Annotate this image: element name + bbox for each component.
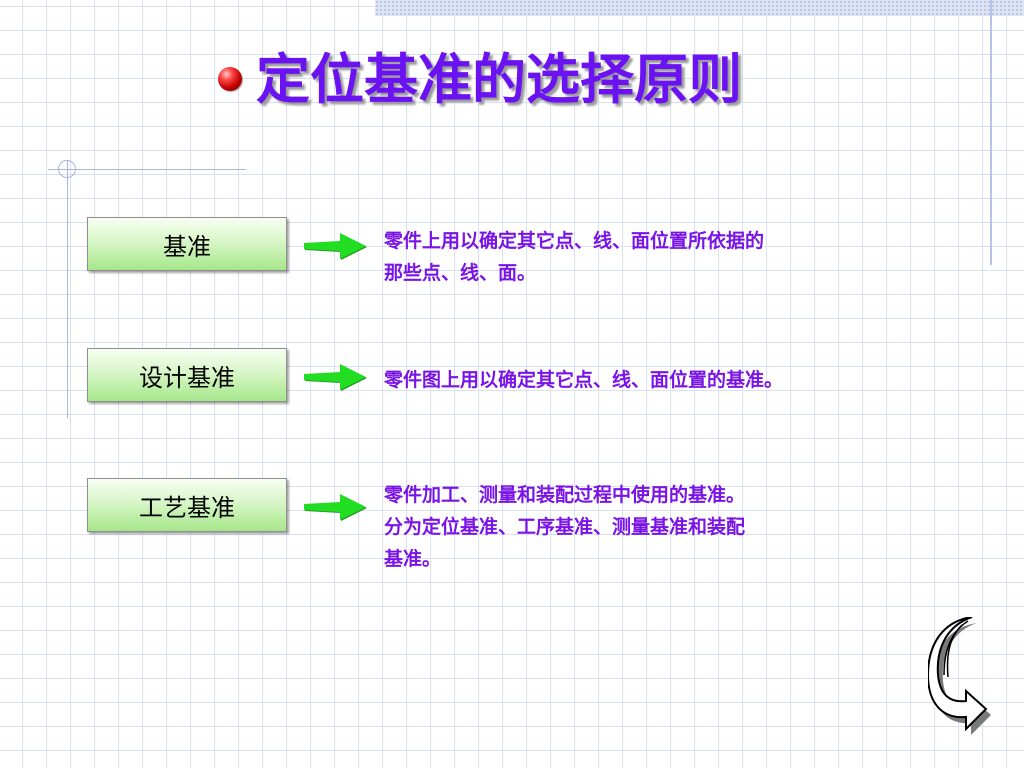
term-box-design-basis: 设计基准 — [87, 348, 287, 402]
desc-basis: 零件上用以确定其它点、线、面位置所依据的 那些点、线、面。 — [384, 225, 764, 289]
desc-process-basis-line: 基准。 — [384, 548, 442, 570]
left-decorative-vline — [67, 160, 68, 418]
top-decorative-band — [375, 0, 1024, 16]
green-right-arrow-icon — [304, 494, 367, 521]
red-ball-bullet-icon — [218, 67, 242, 91]
term-box-process-basis: 工艺基准 — [87, 478, 287, 532]
right-decorative-line — [990, 0, 992, 265]
desc-basis-line: 零件上用以确定其它点、线、面位置所依据的 — [384, 230, 765, 252]
desc-design-basis-line: 零件图上用以确定其它点、线、面位置的基准。 — [384, 369, 784, 391]
left-decorative-circle — [58, 160, 76, 178]
desc-design-basis: 零件图上用以确定其它点、线、面位置的基准。 — [384, 364, 783, 396]
desc-process-basis-line: 零件加工、测量和装配过程中使用的基准。 — [384, 484, 746, 506]
desc-process-basis-line: 分为定位基准、工序基准、测量基准和装配 — [384, 516, 746, 538]
left-decorative-hline — [48, 169, 246, 170]
term-box-basis: 基准 — [87, 217, 287, 271]
desc-process-basis: 零件加工、测量和装配过程中使用的基准。 分为定位基准、工序基准、测量基准和装配 … — [384, 479, 745, 575]
desc-basis-line: 那些点、线、面。 — [384, 262, 537, 284]
green-right-arrow-icon — [304, 233, 367, 260]
curved-return-arrow-icon[interactable] — [928, 617, 994, 737]
slide-title: 定位基准的选择原则 — [256, 47, 742, 111]
green-right-arrow-icon — [304, 364, 367, 391]
